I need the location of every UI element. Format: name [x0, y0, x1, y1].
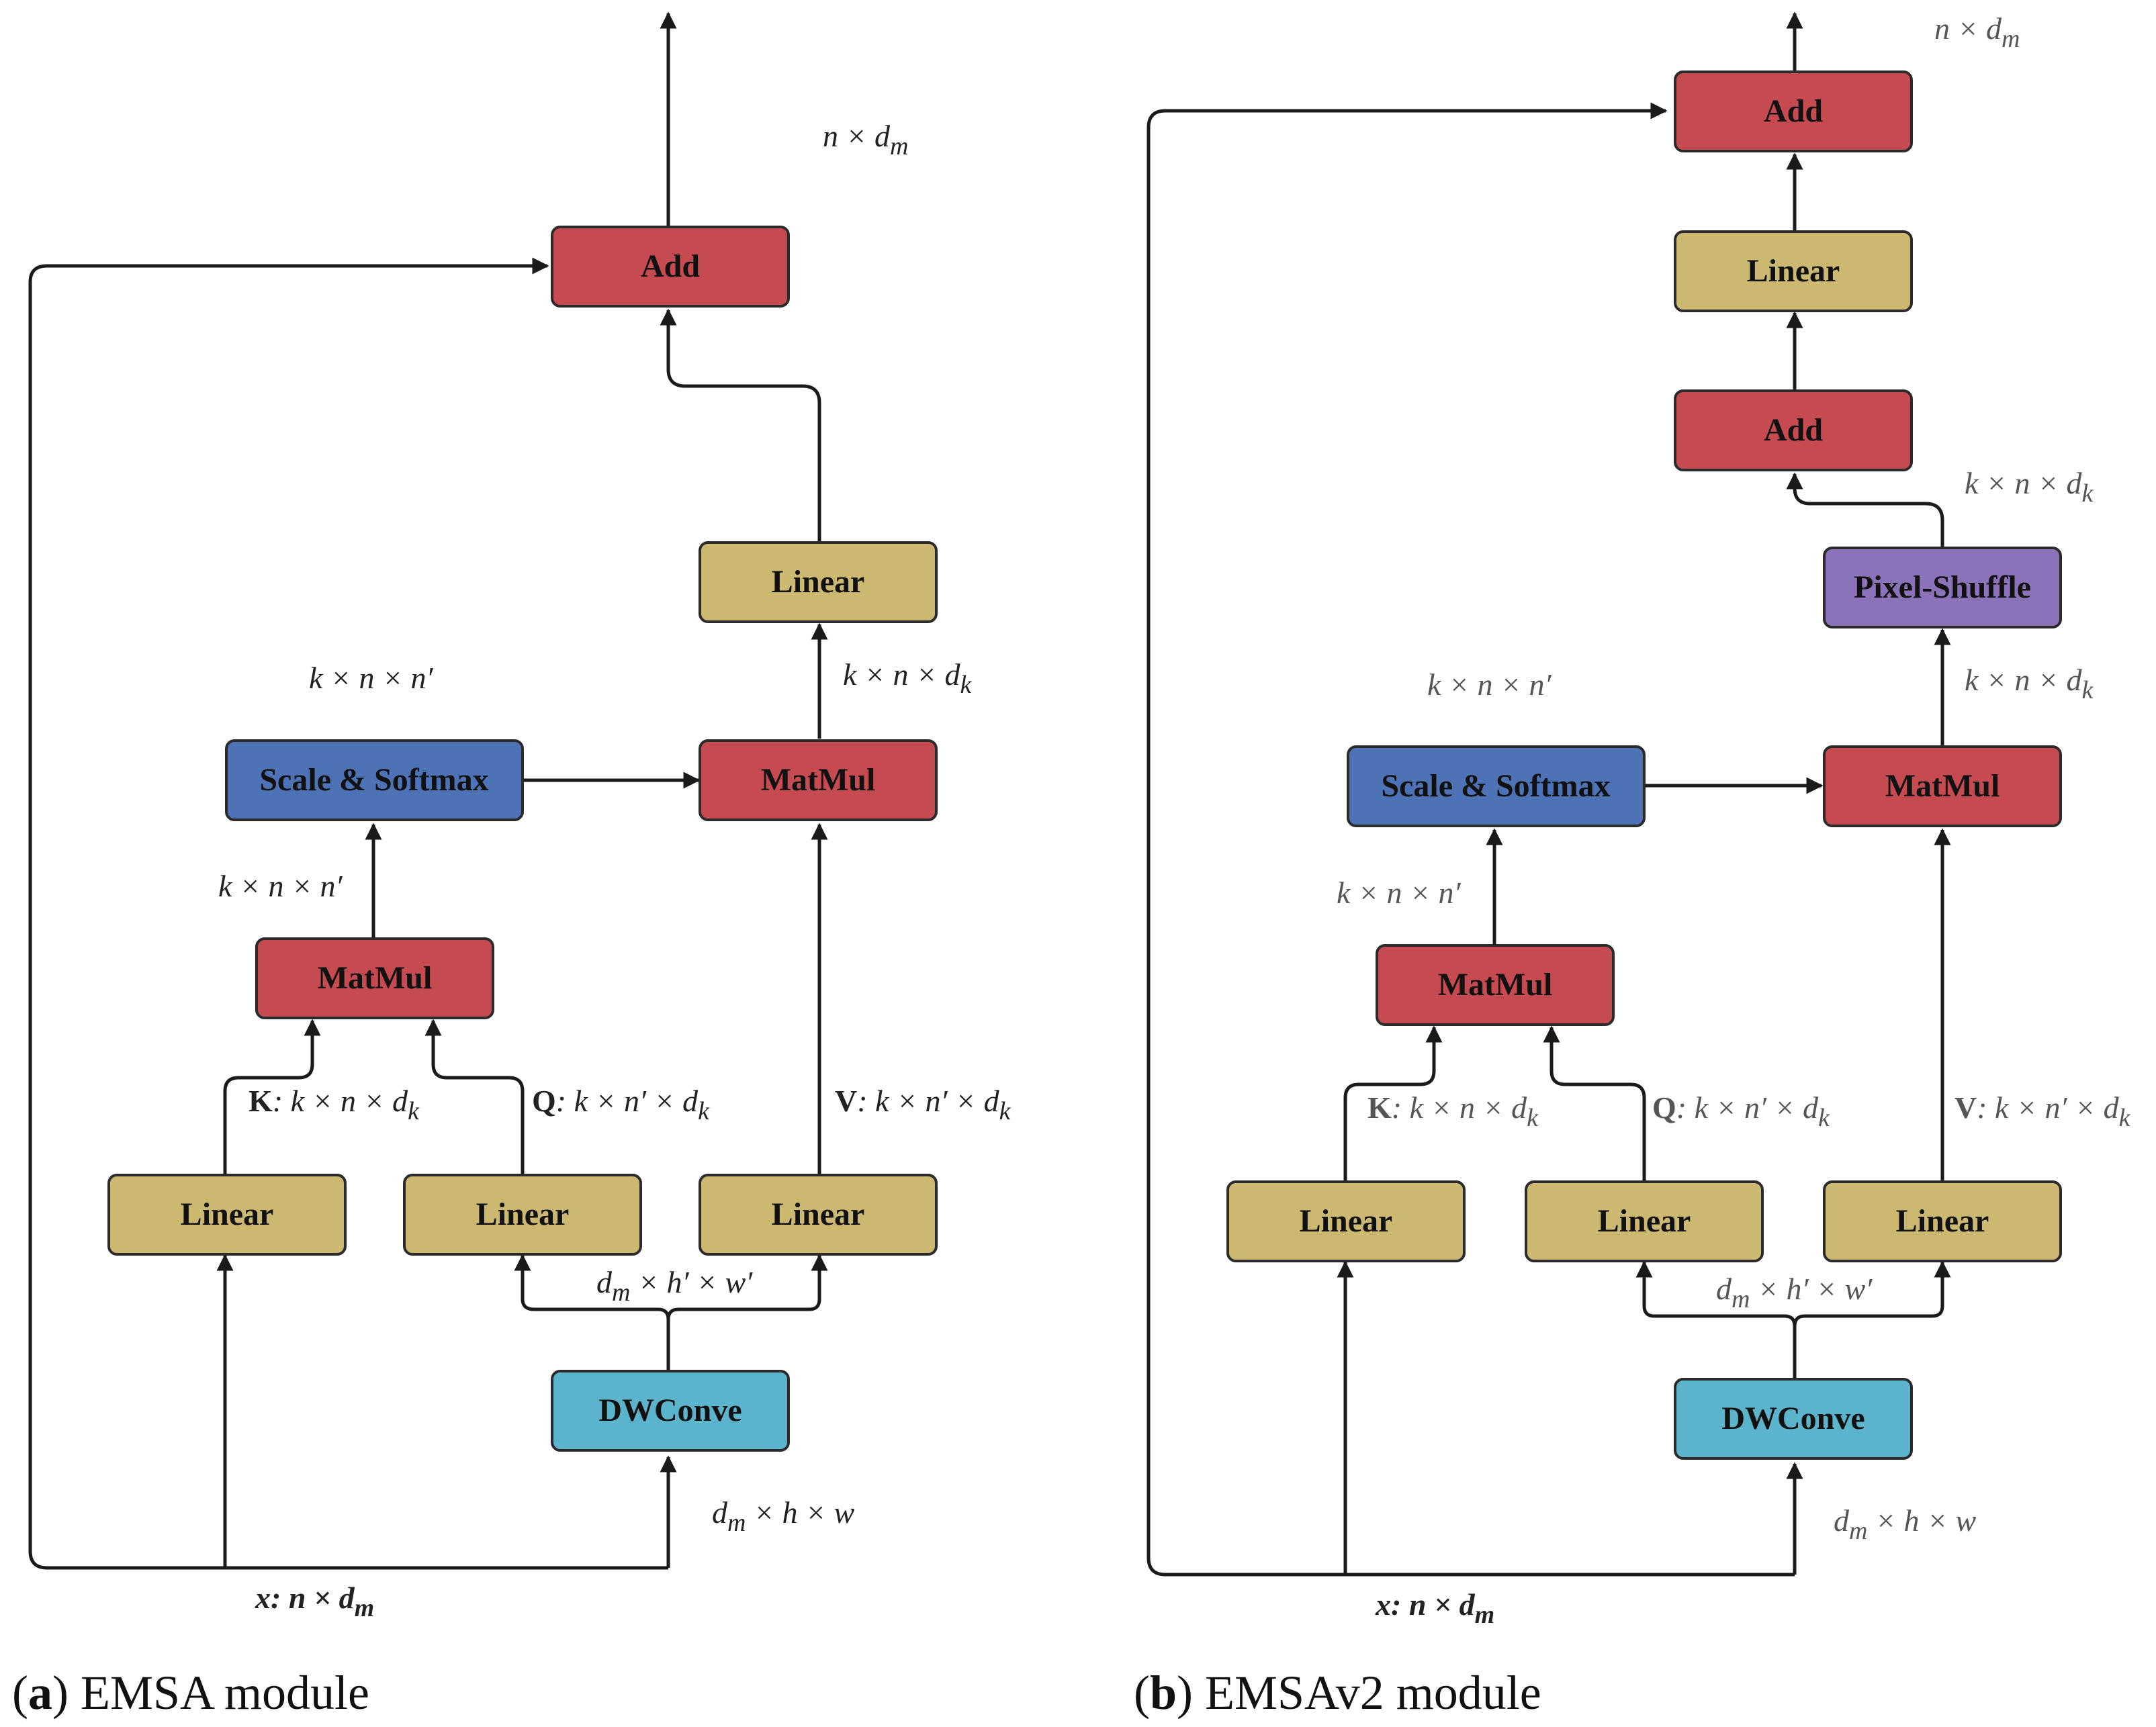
b-linear-v-box: Linear [1823, 1180, 2062, 1262]
a-linear-q-box: Linear [403, 1174, 642, 1256]
a-matmul-top-label: MatMul [761, 762, 876, 798]
b-add-mid-box: Add [1674, 389, 1913, 471]
a-add-label: Add [641, 248, 700, 284]
a-dwconv-to-linear-v [666, 1254, 828, 1320]
a-dwconv-label: DWConve [598, 1393, 742, 1428]
a-matmul-top-dim: k × n × dk [843, 657, 973, 699]
b-dwconv-to-linear-v [1793, 1260, 1951, 1327]
b-linear-q-box: Linear [1525, 1180, 1764, 1262]
a-output-dim: n × dm [823, 119, 909, 160]
b-add-mid-label: Add [1764, 412, 1823, 448]
a-matmul-bottom-box: MatMul [255, 937, 494, 1019]
b-dwconv-label: DWConve [1721, 1401, 1865, 1436]
a-scale-softmax-label: Scale & Softmax [259, 762, 488, 798]
b-softmax-dim: k × n × n′ [1427, 667, 1552, 702]
b-linear-q-to-matmul [1543, 1025, 1646, 1182]
panel-a-connectors [28, 11, 828, 1570]
b-matmul-bottom-dim: k × n × n′ [1337, 876, 1461, 910]
b-caption: (b) EMSAv2 module [1134, 1666, 1541, 1720]
b-matmul-bottom-box: MatMul [1376, 944, 1615, 1026]
b-conv-in-dim: dm × h × w [1834, 1503, 1977, 1545]
b-q-dim: Q: k × n′ × dk [1652, 1090, 1830, 1132]
a-softmax-dim: k × n × n′ [309, 661, 433, 695]
b-linear-k-box: Linear [1226, 1180, 1466, 1262]
a-linear-q-label: Linear [476, 1197, 570, 1232]
b-shuffle-to-add [1786, 472, 1944, 547]
a-k-dim: K: k × n × dk [249, 1084, 420, 1125]
b-matmul-top-box: MatMul [1823, 745, 2062, 827]
panel-b-connectors [1147, 11, 1951, 1577]
a-q-dim: Q: k × n′ × dk [532, 1084, 710, 1125]
a-conv-in-dim: dm × h × w [712, 1495, 855, 1537]
a-linear-to-add [660, 308, 821, 543]
b-linear-k-to-matmul [1343, 1025, 1443, 1182]
a-linear-q-to-matmul [424, 1019, 525, 1175]
b-k-dim: K: k × n × dk [1367, 1090, 1539, 1132]
panel-b: Add Linear Add Pixel-Shuffle MatMul Scal… [1134, 11, 2131, 1720]
b-matmul-bottom-label: MatMul [1438, 967, 1553, 1002]
a-linear-k-to-matmul [223, 1019, 321, 1175]
b-input-label: x: n × dm [1375, 1587, 1494, 1629]
a-add-box: Add [551, 226, 790, 308]
a-linear-v-box: Linear [699, 1174, 938, 1256]
a-conv-out-dim: dm × h′ × w′ [596, 1265, 753, 1307]
b-conv-out-dim: dm × h′ × w′ [1716, 1272, 1873, 1313]
a-linear-out-label: Linear [772, 564, 865, 600]
b-add-top-box: Add [1674, 71, 1913, 152]
b-pixel-shuffle-box: Pixel-Shuffle [1823, 547, 2062, 628]
b-scale-softmax-label: Scale & Softmax [1381, 768, 1610, 804]
a-matmul-bottom-label: MatMul [318, 960, 433, 996]
a-input-label: x: n × dm [255, 1581, 374, 1622]
b-matmul-top-dim: k × n × dk [1965, 663, 2094, 704]
b-linear-out-box: Linear [1674, 230, 1913, 312]
b-linear-k-label: Linear [1300, 1203, 1393, 1239]
a-linear-v-label: Linear [772, 1197, 865, 1232]
a-linear-k-box: Linear [107, 1174, 347, 1256]
b-v-dim: V: k × n′ × dk [1955, 1090, 2131, 1132]
a-linear-out-box: Linear [699, 541, 938, 623]
a-dwconv-box: DWConve [551, 1370, 790, 1452]
b-pixel-shuffle-label: Pixel-Shuffle [1854, 569, 2031, 605]
b-matmul-top-label: MatMul [1885, 768, 2000, 804]
b-linear-q-label: Linear [1598, 1203, 1691, 1239]
a-v-dim: V: k × n′ × dk [835, 1084, 1012, 1125]
a-matmul-bottom-dim: k × n × n′ [218, 869, 343, 903]
b-shuffle-out-dim: k × n × dk [1965, 466, 2094, 508]
b-input-bus [1147, 102, 1795, 1577]
a-scale-softmax-box: Scale & Softmax [225, 739, 524, 821]
b-dwconv-box: DWConve [1674, 1378, 1913, 1460]
a-linear-k-label: Linear [181, 1197, 274, 1232]
b-output-dim: n × dm [1934, 11, 2020, 53]
b-linear-out-label: Linear [1747, 253, 1840, 289]
a-matmul-top-box: MatMul [699, 739, 938, 821]
panel-a: Add Linear MatMul Scale & Softmax MatMul… [12, 11, 1012, 1720]
b-scale-softmax-box: Scale & Softmax [1347, 745, 1646, 827]
b-linear-v-label: Linear [1896, 1203, 1989, 1239]
a-caption: (a) EMSA module [12, 1666, 369, 1720]
b-dim-labels: n × dm k × n × dk k × n × dk k × n × n′ … [1337, 11, 2131, 1545]
b-add-top-label: Add [1764, 93, 1823, 129]
